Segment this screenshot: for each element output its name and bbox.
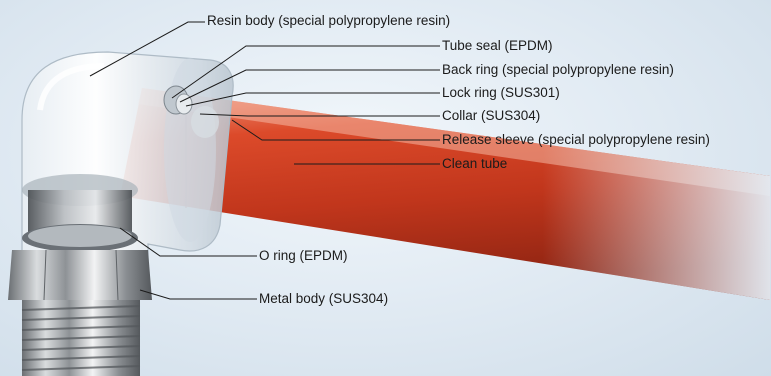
label-metal-body: Metal body (SUS304) — [259, 291, 388, 307]
metal-body-shape — [8, 250, 152, 376]
label-clean-tube: Clean tube — [442, 156, 507, 172]
label-lock-ring: Lock ring (SUS301) — [442, 85, 560, 101]
leader-metal-body — [140, 290, 257, 299]
label-release-sleeve: Release sleeve (special polypropylene re… — [442, 132, 710, 148]
label-tube-seal: Tube seal (EPDM) — [442, 38, 553, 54]
label-back-ring: Back ring (special polypropylene resin) — [442, 62, 674, 78]
label-collar: Collar (SUS304) — [442, 108, 540, 124]
label-o-ring: O ring (EPDM) — [259, 248, 348, 264]
o-ring-shape — [22, 174, 138, 252]
label-resin-body: Resin body (special polypropylene resin) — [207, 13, 450, 29]
